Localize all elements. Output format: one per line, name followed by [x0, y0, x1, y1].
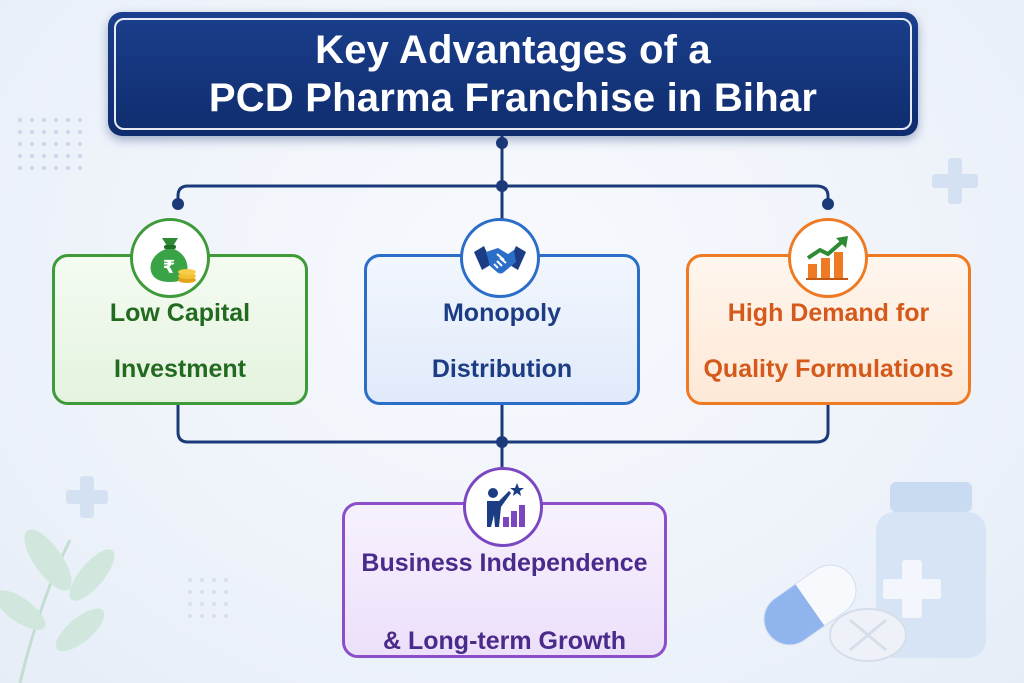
- person-growth-star-icon: [463, 467, 543, 547]
- card-label-line-2: Investment: [114, 354, 246, 383]
- money-bag-rupee-icon: ₹: [130, 218, 210, 298]
- handshake-icon: [460, 218, 540, 298]
- card-label-line-1: Business Independence: [361, 549, 648, 577]
- title-banner: Key Advantages of a PCD Pharma Franchise…: [108, 12, 918, 136]
- title-frame: Key Advantages of a PCD Pharma Franchise…: [114, 18, 912, 130]
- card-label-line-2: & Long-term Growth: [382, 627, 627, 655]
- title-line-2: PCD Pharma Franchise in Bihar: [208, 76, 818, 120]
- growth-chart-icon: [788, 218, 868, 298]
- svg-text:₹: ₹: [163, 257, 176, 278]
- card-label-line-1: Low Capital: [109, 298, 251, 327]
- advantage-card-monopoly: Monopoly Distribution: [364, 254, 640, 405]
- connector-node: [172, 137, 834, 448]
- title-line-1: Key Advantages of a: [315, 28, 711, 72]
- card-label-line-1: High Demand for: [727, 298, 930, 327]
- card-label-line-1: Monopoly: [442, 298, 562, 327]
- card-label-line-2: Quality Formulations: [703, 354, 954, 383]
- card-label-line-2: Distribution: [431, 354, 573, 383]
